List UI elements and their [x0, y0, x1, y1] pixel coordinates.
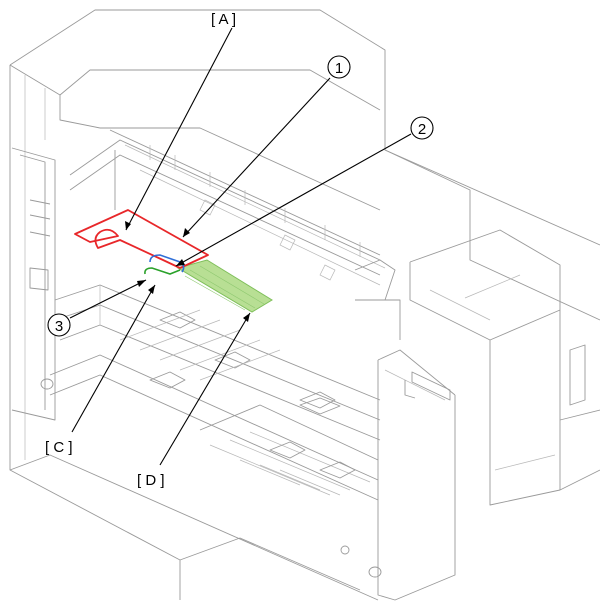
label-a: [ A ]: [211, 11, 236, 28]
callout-2-circle: [410, 116, 434, 140]
highlighted-parts: [74, 209, 273, 313]
label-2: 2: [418, 121, 426, 138]
callout-3-circle: [47, 313, 71, 337]
callout-1-circle: [327, 55, 351, 79]
label-3: 3: [55, 318, 63, 335]
part-1-hook: [149, 254, 185, 273]
part-d-plate: [176, 259, 273, 313]
part-a-outline: [74, 209, 209, 269]
label-1: 1: [335, 60, 343, 77]
label-d: [ D ]: [137, 472, 165, 489]
part-3-hook: [144, 267, 181, 275]
callouts: [ A ] 1 2 3 [ C ] [ D ]: [45, 11, 434, 489]
machine-body: [9, 9, 600, 601]
label-c: [ C ]: [45, 439, 73, 456]
